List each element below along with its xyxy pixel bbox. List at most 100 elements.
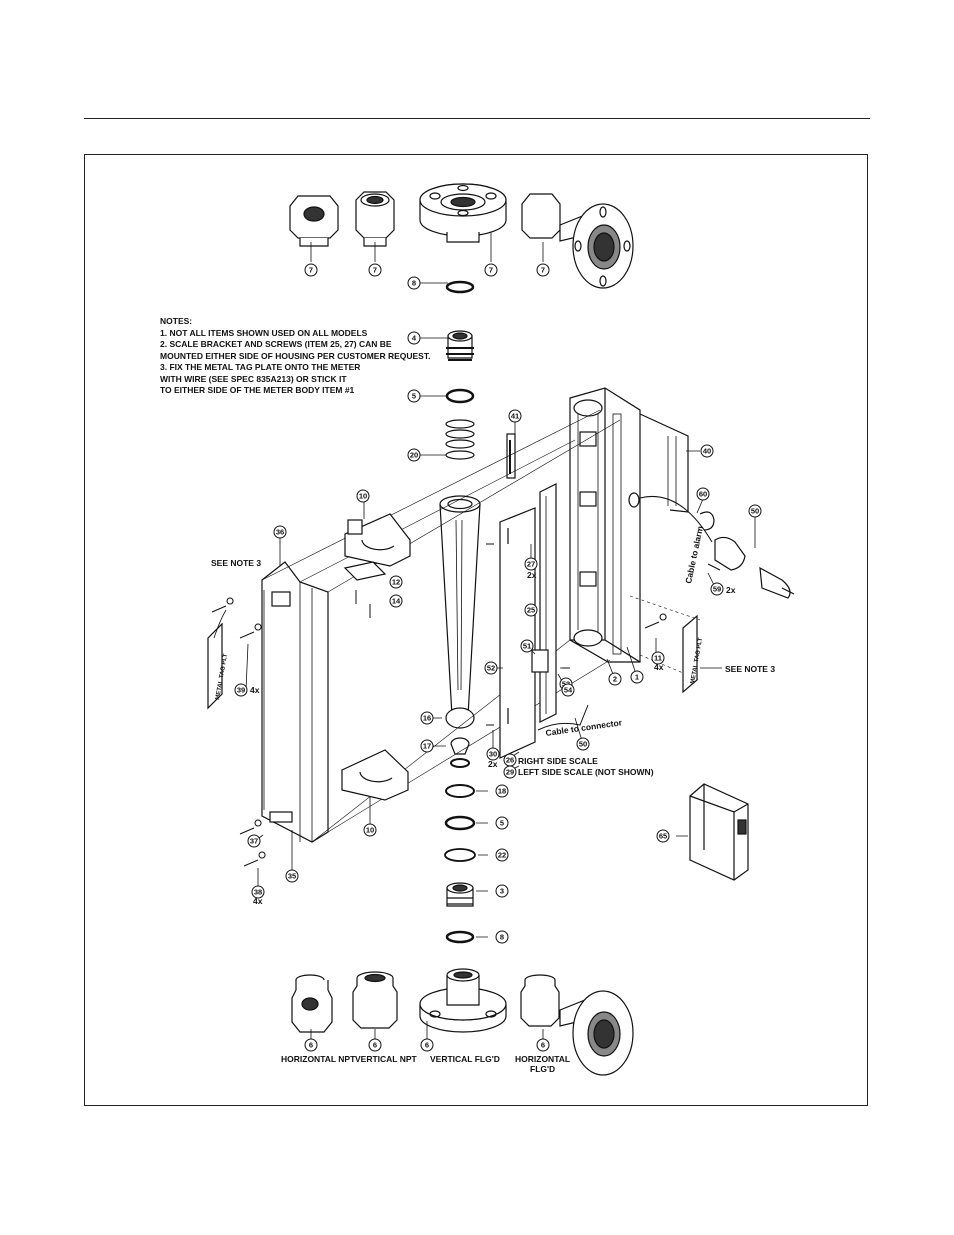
scale-26 [499, 507, 536, 759]
callout-18: 18 [495, 784, 509, 798]
callout-circle [363, 823, 377, 837]
callout-number: 2 [613, 675, 617, 684]
callout-number: 4 [412, 334, 417, 343]
meter-housing-1 [569, 387, 689, 663]
callout-circle [524, 557, 538, 571]
cable-to-connector-wire [537, 704, 589, 731]
fitting-bottom-horizontal-flange [520, 974, 634, 1076]
callout-circle [389, 575, 403, 589]
callout-number: 35 [288, 872, 296, 881]
callout-number: 52 [487, 664, 495, 673]
callout-number: 8 [500, 933, 504, 942]
cable-to-alarm-label: Cable to alarm [683, 525, 705, 585]
callout-number: 26 [506, 756, 514, 765]
callout-number: 7 [373, 266, 377, 275]
vertical-npt-label: VERTICAL NPT [355, 1054, 418, 1064]
qty-30: 2x [488, 759, 498, 769]
scale-bracket-25 [539, 483, 557, 723]
qty-38: 4x [253, 896, 263, 906]
fitting-bottom-horizontal-npt [291, 974, 333, 1033]
callout-circle [407, 389, 421, 403]
callout-number: 50 [579, 740, 587, 749]
callout-number: 29 [506, 768, 514, 777]
callout-20: 20 [407, 448, 421, 462]
callout-circle [273, 525, 287, 539]
callout-6: 6 [536, 1038, 550, 1052]
see-note-3-right: SEE NOTE 3 [725, 664, 775, 674]
callout-circle [251, 885, 265, 899]
callout-circle [356, 489, 370, 503]
callout-number: 50 [751, 507, 759, 516]
nameplate-12 [343, 561, 387, 581]
callout-circle [495, 930, 509, 944]
callout-circle [508, 409, 522, 423]
callout-number: 18 [498, 787, 506, 796]
vertical-flgd-label: VERTICAL FLG'D [430, 1054, 500, 1064]
callout-59: 59 [710, 582, 724, 596]
callout-65: 65 [656, 829, 670, 843]
callout-number: 6 [425, 1041, 429, 1050]
callout-circle [234, 683, 248, 697]
callout-number: 1 [635, 673, 639, 682]
oring-5-bottom [444, 815, 476, 831]
diagram-frame [84, 154, 868, 1106]
note-line-5: WITH WIRE (SEE SPEC 835A213) OR STICK IT [160, 373, 347, 384]
callout-1: 1 [630, 670, 644, 684]
oring-8-bottom [445, 930, 475, 944]
callout-circle [710, 582, 724, 596]
callout-10: 10 [356, 489, 370, 503]
qty-39: 4x [250, 685, 260, 695]
qty-59: 2x [726, 585, 736, 595]
connector-50 [639, 496, 795, 599]
callout-number: 8 [412, 279, 416, 288]
callout-circle [520, 639, 534, 653]
callout-circle [407, 276, 421, 290]
callout-number: 40 [703, 447, 711, 456]
fitting-top-horizontal-npt [289, 195, 339, 247]
callout-number: 17 [423, 742, 431, 751]
callout-7: 7 [484, 263, 498, 277]
float-tube-16 [439, 495, 481, 729]
callout-number: 10 [359, 492, 367, 501]
callout-51: 51 [520, 639, 534, 653]
callout-circle [536, 1038, 550, 1052]
callout-circle [495, 848, 509, 862]
washer-18 [445, 784, 475, 798]
metal-tag-plate-right [682, 614, 698, 694]
callout-circle [420, 1038, 434, 1052]
callout-8: 8 [407, 276, 421, 290]
callout-3: 3 [495, 884, 509, 898]
horizontal-flgd-label-2: FLG'D [530, 1064, 555, 1074]
callout-number: 14 [392, 597, 401, 606]
callout-50: 50 [748, 504, 762, 518]
callout-number: 51 [523, 642, 531, 651]
callout-29: 29 [503, 765, 517, 779]
callout-number: 27 [527, 560, 535, 569]
note-line-3: MOUNTED EITHER SIDE OF HOUSING PER CUSTO… [160, 350, 431, 361]
callout-circle [304, 263, 318, 277]
callout-number: 12 [392, 578, 400, 587]
callout-number: 16 [423, 714, 431, 723]
fitting-bottom-vertical-npt [352, 971, 398, 1029]
callout-circle [656, 829, 670, 843]
callout-circle [407, 448, 421, 462]
callout-number: 65 [659, 832, 667, 841]
note-line-6: TO EITHER SIDE OF THE METER BODY ITEM #1 [160, 385, 355, 395]
callout-group: 7777845414020106050362712142559515253542… [234, 263, 762, 1052]
callout-number: 3 [500, 887, 504, 896]
callout-circle [484, 263, 498, 277]
see-note-3-left: SEE NOTE 3 [211, 558, 261, 568]
callout-40: 40 [700, 444, 714, 458]
tag-wires [213, 609, 722, 669]
left-side-scale-label: LEFT SIDE SCALE (NOT SHOWN) [518, 767, 654, 777]
callout-circle [495, 884, 509, 898]
callout-54: 54 [561, 683, 575, 697]
callout-circle [368, 263, 382, 277]
washer-22 [444, 848, 476, 862]
cable-to-connector-label: Cable to connector [545, 717, 623, 738]
callout-26: 26 [503, 753, 517, 767]
callout-12: 12 [389, 575, 403, 589]
callout-7: 7 [368, 263, 382, 277]
fitting-top-horizontal-flange [521, 193, 634, 289]
